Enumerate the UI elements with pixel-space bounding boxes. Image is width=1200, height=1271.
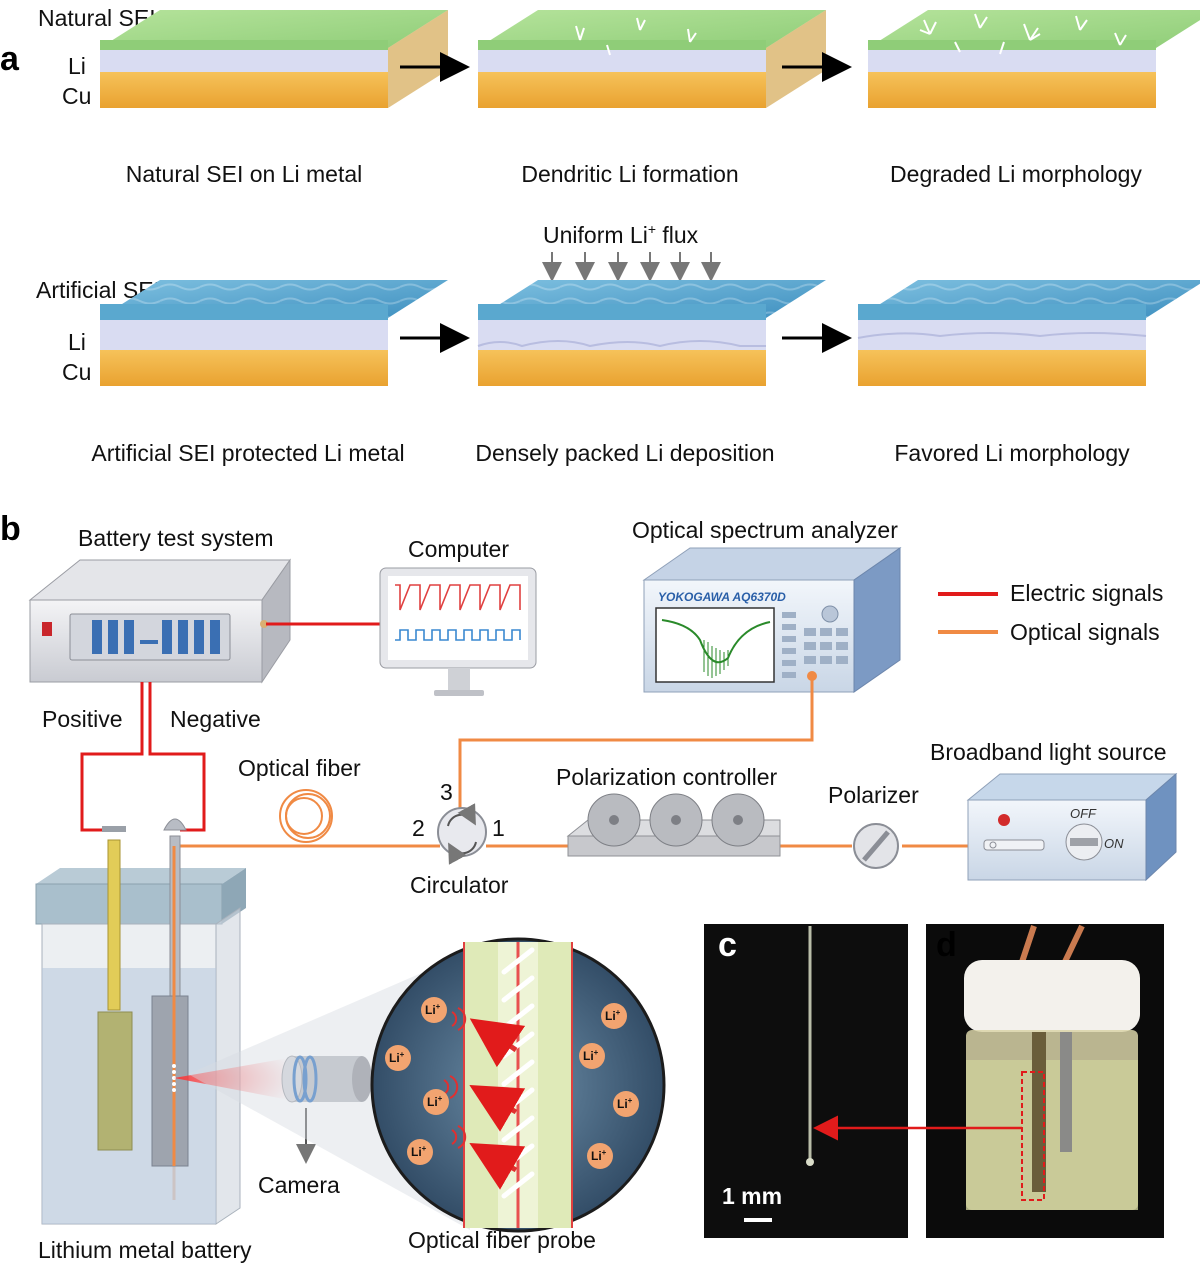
broadband-light-source-label: Broadband light source bbox=[930, 739, 1167, 765]
camera bbox=[281, 1055, 372, 1164]
panel-b-label: b bbox=[0, 510, 21, 548]
caption-artificial-sei: Artificial SEI protected Li metal bbox=[91, 440, 404, 466]
broadband-light-source: OFF ON bbox=[966, 772, 1178, 882]
flux-arrows bbox=[542, 252, 721, 282]
osa-label: Optical spectrum analyzer bbox=[632, 517, 898, 543]
scale-bar-label: 1 mm bbox=[722, 1183, 782, 1209]
switch-on-label: ON bbox=[1104, 836, 1124, 851]
polarizer-label: Polarizer bbox=[828, 782, 919, 808]
optical-fiber-coil bbox=[279, 789, 333, 843]
caption-favored: Favored Li morphology bbox=[894, 440, 1130, 466]
battery-wires bbox=[80, 682, 206, 832]
osa-brand: YOKOGAWA AQ6370D bbox=[658, 590, 786, 604]
lithium-metal-battery bbox=[35, 818, 300, 1225]
circulator bbox=[437, 803, 487, 865]
caption-natural-sei: Natural SEI on Li metal bbox=[126, 161, 363, 187]
polarization-controller bbox=[566, 793, 781, 857]
slab-natural-sei-1 bbox=[100, 10, 448, 108]
caption-densely-packed: Densely packed Li deposition bbox=[475, 440, 774, 466]
legend-optical-label: Optical signals bbox=[1010, 619, 1160, 645]
panel-d-photo bbox=[926, 924, 1164, 1238]
polarization-controller-label: Polarization controller bbox=[556, 764, 778, 790]
legend-electric-label: Electric signals bbox=[1010, 580, 1163, 606]
optical-spectrum-analyzer: YOKOGAWA AQ6370D bbox=[642, 547, 902, 693]
slab-artificial-sei-3 bbox=[857, 280, 1200, 386]
panel-d-label: d bbox=[936, 926, 957, 964]
li-layer-label-row2: Li bbox=[68, 329, 86, 355]
caption-degraded: Degraded Li morphology bbox=[890, 161, 1142, 187]
slab-artificial-sei-2 bbox=[477, 280, 826, 386]
optical-fiber-probe: Li+ Li+ Li+ Li+ Li+ Li+ Li+ Li+ bbox=[370, 937, 666, 1233]
panel-c-label: c bbox=[718, 926, 737, 964]
li-ion-label-5: Li+ bbox=[605, 1008, 621, 1023]
battery-test-system-label: Battery test system bbox=[78, 525, 274, 551]
slab-natural-sei-2 bbox=[478, 10, 826, 108]
negative-label: Negative bbox=[170, 706, 261, 732]
polarizer bbox=[853, 823, 899, 869]
circulator-label: Circulator bbox=[410, 872, 509, 898]
li-ion-label-8: Li+ bbox=[591, 1148, 607, 1163]
flux-label: Uniform Li+ flux bbox=[543, 221, 699, 248]
circulator-port-2: 2 bbox=[412, 815, 425, 841]
panel-c-photo bbox=[704, 924, 908, 1238]
cu-layer-label-row1: Cu bbox=[62, 83, 91, 109]
lithium-metal-battery-label: Lithium metal battery bbox=[38, 1237, 252, 1263]
li-ion-label-6: Li+ bbox=[583, 1048, 599, 1063]
li-ion-label-4: Li+ bbox=[411, 1144, 427, 1159]
li-ion-label-7: Li+ bbox=[617, 1096, 633, 1111]
li-ion-label-1: Li+ bbox=[425, 1002, 441, 1017]
optical-fiber-probe-label: Optical fiber probe bbox=[408, 1227, 596, 1253]
circulator-port-3: 3 bbox=[440, 779, 453, 805]
camera-label: Camera bbox=[258, 1172, 340, 1198]
panel-a-label: a bbox=[0, 40, 20, 78]
cu-layer-label-row2: Cu bbox=[62, 359, 91, 385]
legend: Electric signals Optical signals bbox=[938, 580, 1163, 645]
li-layer-label-row1: Li bbox=[68, 53, 86, 79]
slab-artificial-sei-1 bbox=[100, 280, 448, 386]
li-ion-label-2: Li+ bbox=[389, 1050, 405, 1065]
li-ion-label-3: Li+ bbox=[427, 1094, 443, 1109]
caption-dendritic: Dendritic Li formation bbox=[521, 161, 738, 187]
slab-natural-sei-3 bbox=[868, 10, 1200, 108]
switch-off-label: OFF bbox=[1070, 806, 1097, 821]
li-ions bbox=[385, 997, 639, 1169]
positive-label: Positive bbox=[42, 706, 123, 732]
computer-monitor bbox=[379, 567, 537, 696]
computer-label: Computer bbox=[408, 536, 509, 562]
circulator-port-1: 1 bbox=[492, 815, 505, 841]
battery-test-system-device bbox=[28, 558, 291, 684]
optical-fiber-label: Optical fiber bbox=[238, 755, 361, 781]
